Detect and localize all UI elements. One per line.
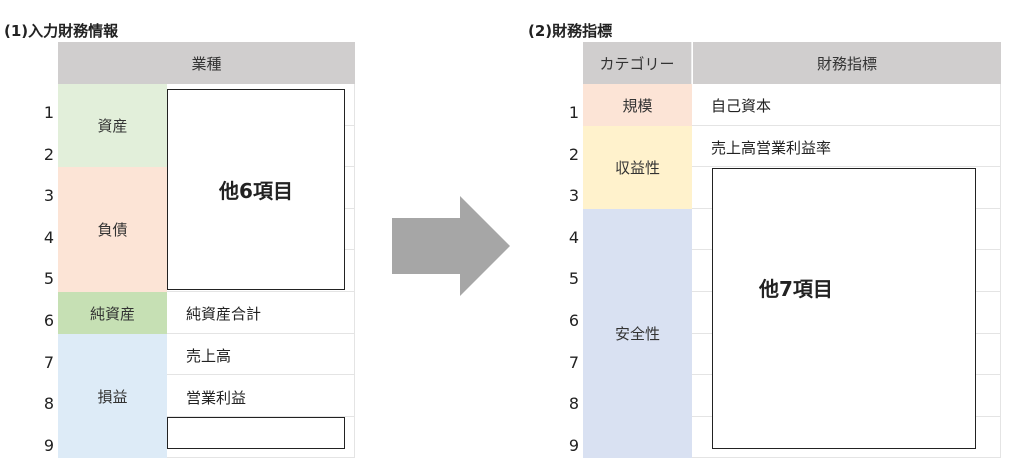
row-number: 8 <box>43 394 54 414</box>
category-liabilities: 負債 <box>58 167 167 292</box>
row-number: 1 <box>43 103 54 122</box>
row-net-assets-total: 純資産合計 <box>186 304 262 323</box>
table-cell <box>167 375 355 417</box>
other-items-box-right: 他7項目 <box>712 168 976 449</box>
row-number: 9 <box>568 435 579 455</box>
row-number: 7 <box>568 352 579 372</box>
right-arrow-icon <box>392 196 510 296</box>
table-cell <box>167 416 355 459</box>
row-number: 8 <box>568 394 579 414</box>
row-number: 7 <box>43 352 54 372</box>
row-number: 6 <box>568 311 579 330</box>
table-cell <box>167 292 355 334</box>
row-operating-profit: 営業利益 <box>186 388 247 407</box>
left-section-title: (1)入力財務情報 <box>4 22 119 40</box>
table-cell <box>167 333 355 376</box>
right-header-category: カテゴリー <box>583 42 692 84</box>
row-number: 6 <box>43 311 54 330</box>
category-profit-loss: 損益 <box>58 334 167 458</box>
right-section-title: (2)財務指標 <box>528 22 613 40</box>
row-number: 1 <box>568 103 579 122</box>
category-net-assets: 純資産 <box>58 292 167 334</box>
row-number: 5 <box>43 269 54 289</box>
category-scale: 規模 <box>583 84 692 126</box>
row-number: 5 <box>568 269 579 289</box>
left-header-industry: 業種 <box>58 42 355 84</box>
row-equity: 自己資本 <box>711 96 772 115</box>
row-number: 3 <box>43 186 54 206</box>
table-cell <box>692 416 1001 459</box>
table-cell <box>692 84 1001 126</box>
other-items-box-left: 他6項目 <box>167 89 345 290</box>
row-operating-margin: 売上高営業利益率 <box>711 138 832 157</box>
right-header-metric: 財務指標 <box>693 42 1001 84</box>
row-number: 3 <box>568 186 579 206</box>
row-number: 4 <box>43 227 54 247</box>
empty-box <box>167 417 345 449</box>
category-safety: 安全性 <box>583 209 692 458</box>
category-assets: 資産 <box>58 84 167 167</box>
table-cell <box>167 250 355 292</box>
row-number: 2 <box>568 144 579 164</box>
row-number: 9 <box>43 435 54 455</box>
row-number: 4 <box>568 227 579 247</box>
category-profitability: 収益性 <box>583 126 692 209</box>
row-sales: 売上高 <box>186 346 232 365</box>
table-cell <box>692 125 1001 168</box>
row-number: 2 <box>43 144 54 164</box>
